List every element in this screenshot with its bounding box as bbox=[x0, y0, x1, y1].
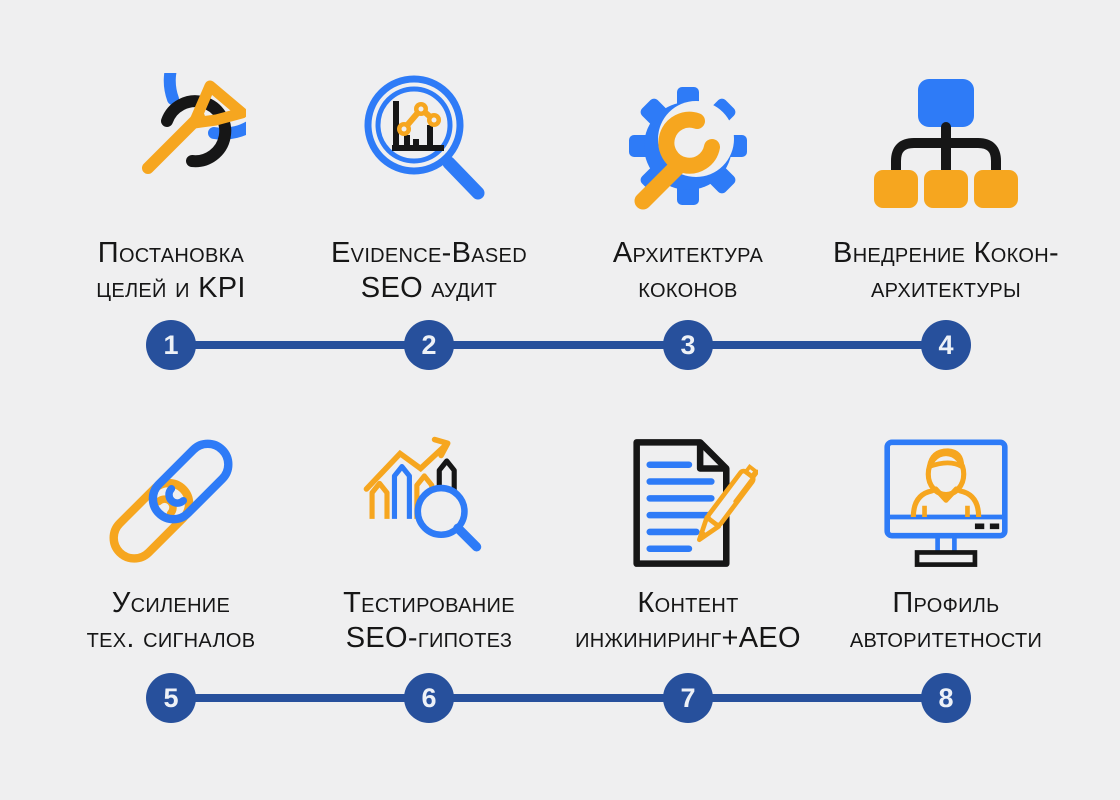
step-3: Архитектура коконов bbox=[538, 68, 838, 306]
step-number: 4 bbox=[938, 329, 954, 360]
step-4: Внедрение Кокон- архитектуры bbox=[796, 68, 1096, 306]
chain-links-icon bbox=[101, 428, 241, 578]
step-label: Постановка целей и KPI bbox=[96, 237, 246, 304]
target-dart-icon bbox=[96, 68, 246, 228]
step-number: 6 bbox=[421, 682, 437, 713]
timeline-row-2 bbox=[171, 694, 946, 702]
step-5: Усиление тех. сигналов bbox=[21, 428, 321, 656]
sitemap-hierarchy-icon bbox=[871, 68, 1021, 228]
step-label: Архитектура коконов bbox=[612, 237, 764, 304]
step-number: 3 bbox=[680, 329, 696, 360]
step-label: Усиление тех. сигналов bbox=[86, 587, 256, 654]
growth-chart-magnifier-icon bbox=[359, 428, 499, 578]
timeline-node-4: 4 bbox=[921, 320, 971, 370]
timeline-node-2: 2 bbox=[404, 320, 454, 370]
timeline-node-6: 6 bbox=[404, 673, 454, 723]
step-6: Тестирование SEO-гипотез bbox=[279, 428, 579, 656]
step-1: Постановка целей и KPI bbox=[21, 68, 321, 306]
timeline-node-5: 5 bbox=[146, 673, 196, 723]
gear-wrench-icon bbox=[613, 68, 763, 228]
document-pen-icon bbox=[618, 428, 758, 578]
step-2: Evidence-Based SEO аудит bbox=[279, 68, 579, 306]
timeline-node-3: 3 bbox=[663, 320, 713, 370]
timeline-node-7: 7 bbox=[663, 673, 713, 723]
step-number: 8 bbox=[938, 682, 954, 713]
step-label: Контент инжиниринг+AEO bbox=[575, 587, 801, 654]
step-number: 7 bbox=[680, 682, 696, 713]
monitor-person-icon bbox=[876, 428, 1016, 578]
step-number: 5 bbox=[163, 682, 179, 713]
timeline-node-1: 1 bbox=[146, 320, 196, 370]
step-label: Evidence-Based SEO аудит bbox=[331, 237, 527, 304]
timeline-row-1 bbox=[171, 341, 946, 349]
step-label: Тестирование SEO-гипотез bbox=[343, 587, 515, 654]
step-label: Внедрение Кокон- архитектуры bbox=[833, 237, 1059, 304]
step-number: 2 bbox=[421, 329, 437, 360]
analytics-magnifier-icon bbox=[354, 68, 504, 228]
step-8: Профиль авторитетности bbox=[796, 428, 1096, 656]
step-label: Профиль авторитетности bbox=[849, 587, 1043, 654]
step-7: Контент инжиниринг+AEO bbox=[538, 428, 838, 656]
timeline-node-8: 8 bbox=[921, 673, 971, 723]
step-number: 1 bbox=[163, 329, 179, 360]
